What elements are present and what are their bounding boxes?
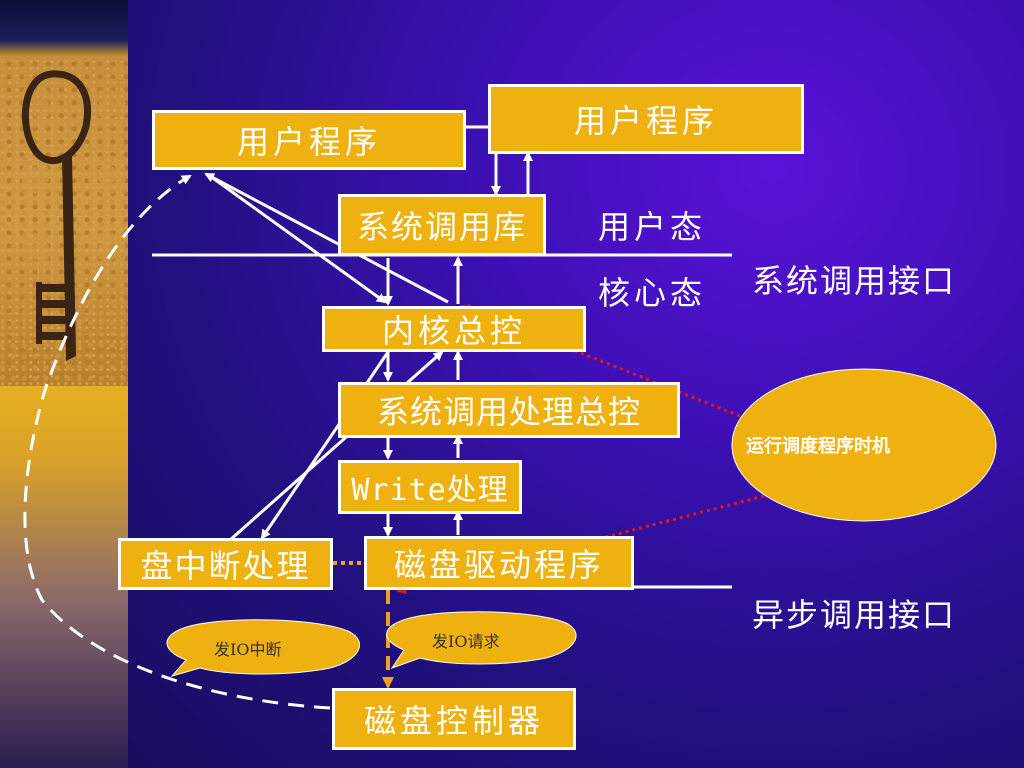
kernel-mode-label: 核心态: [598, 274, 707, 312]
kernel-control-box: 内核总控: [322, 306, 586, 352]
scheduling-timing-ellipse: [731, 368, 997, 522]
async-call-interface-label: 异步调用接口: [752, 596, 957, 634]
syscall-interface-label: 系统调用接口: [752, 262, 957, 300]
left-decor-panel: [0, 0, 128, 768]
user-program-left-box: 用户程序: [152, 110, 466, 170]
red-dotted-to-kernel: [460, 304, 741, 418]
arrow-kernel-to-userprog: [204, 172, 449, 304]
syscall-handler-control-box: 系统调用处理总控: [338, 382, 680, 438]
scheduling-timing-text: 运行调度程序时机: [746, 436, 890, 457]
io-request-bubble: [386, 611, 577, 669]
user-mode-label: 用户态: [598, 208, 707, 246]
io-request-text: 发IO请求: [432, 632, 500, 651]
disk-driver-box: 磁盘驱动程序: [364, 536, 634, 590]
disk-controller-box: 磁盘控制器: [332, 688, 576, 750]
user-program-right-box: 用户程序: [488, 84, 804, 154]
key-icon: [21, 70, 91, 361]
arrow-userprog-to-kernel: [209, 174, 387, 304]
disk-interrupt-handler-box: 盘中断处理: [118, 538, 333, 590]
key-photo: [0, 56, 128, 386]
io-interrupt-text: 发IO中断: [214, 640, 282, 659]
syscall-library-box: 系统调用库: [338, 194, 546, 256]
io-interrupt-bubble: [166, 619, 360, 677]
write-handler-box: Write处理: [338, 460, 522, 514]
dashed-controller-to-userprog: [23, 174, 331, 710]
